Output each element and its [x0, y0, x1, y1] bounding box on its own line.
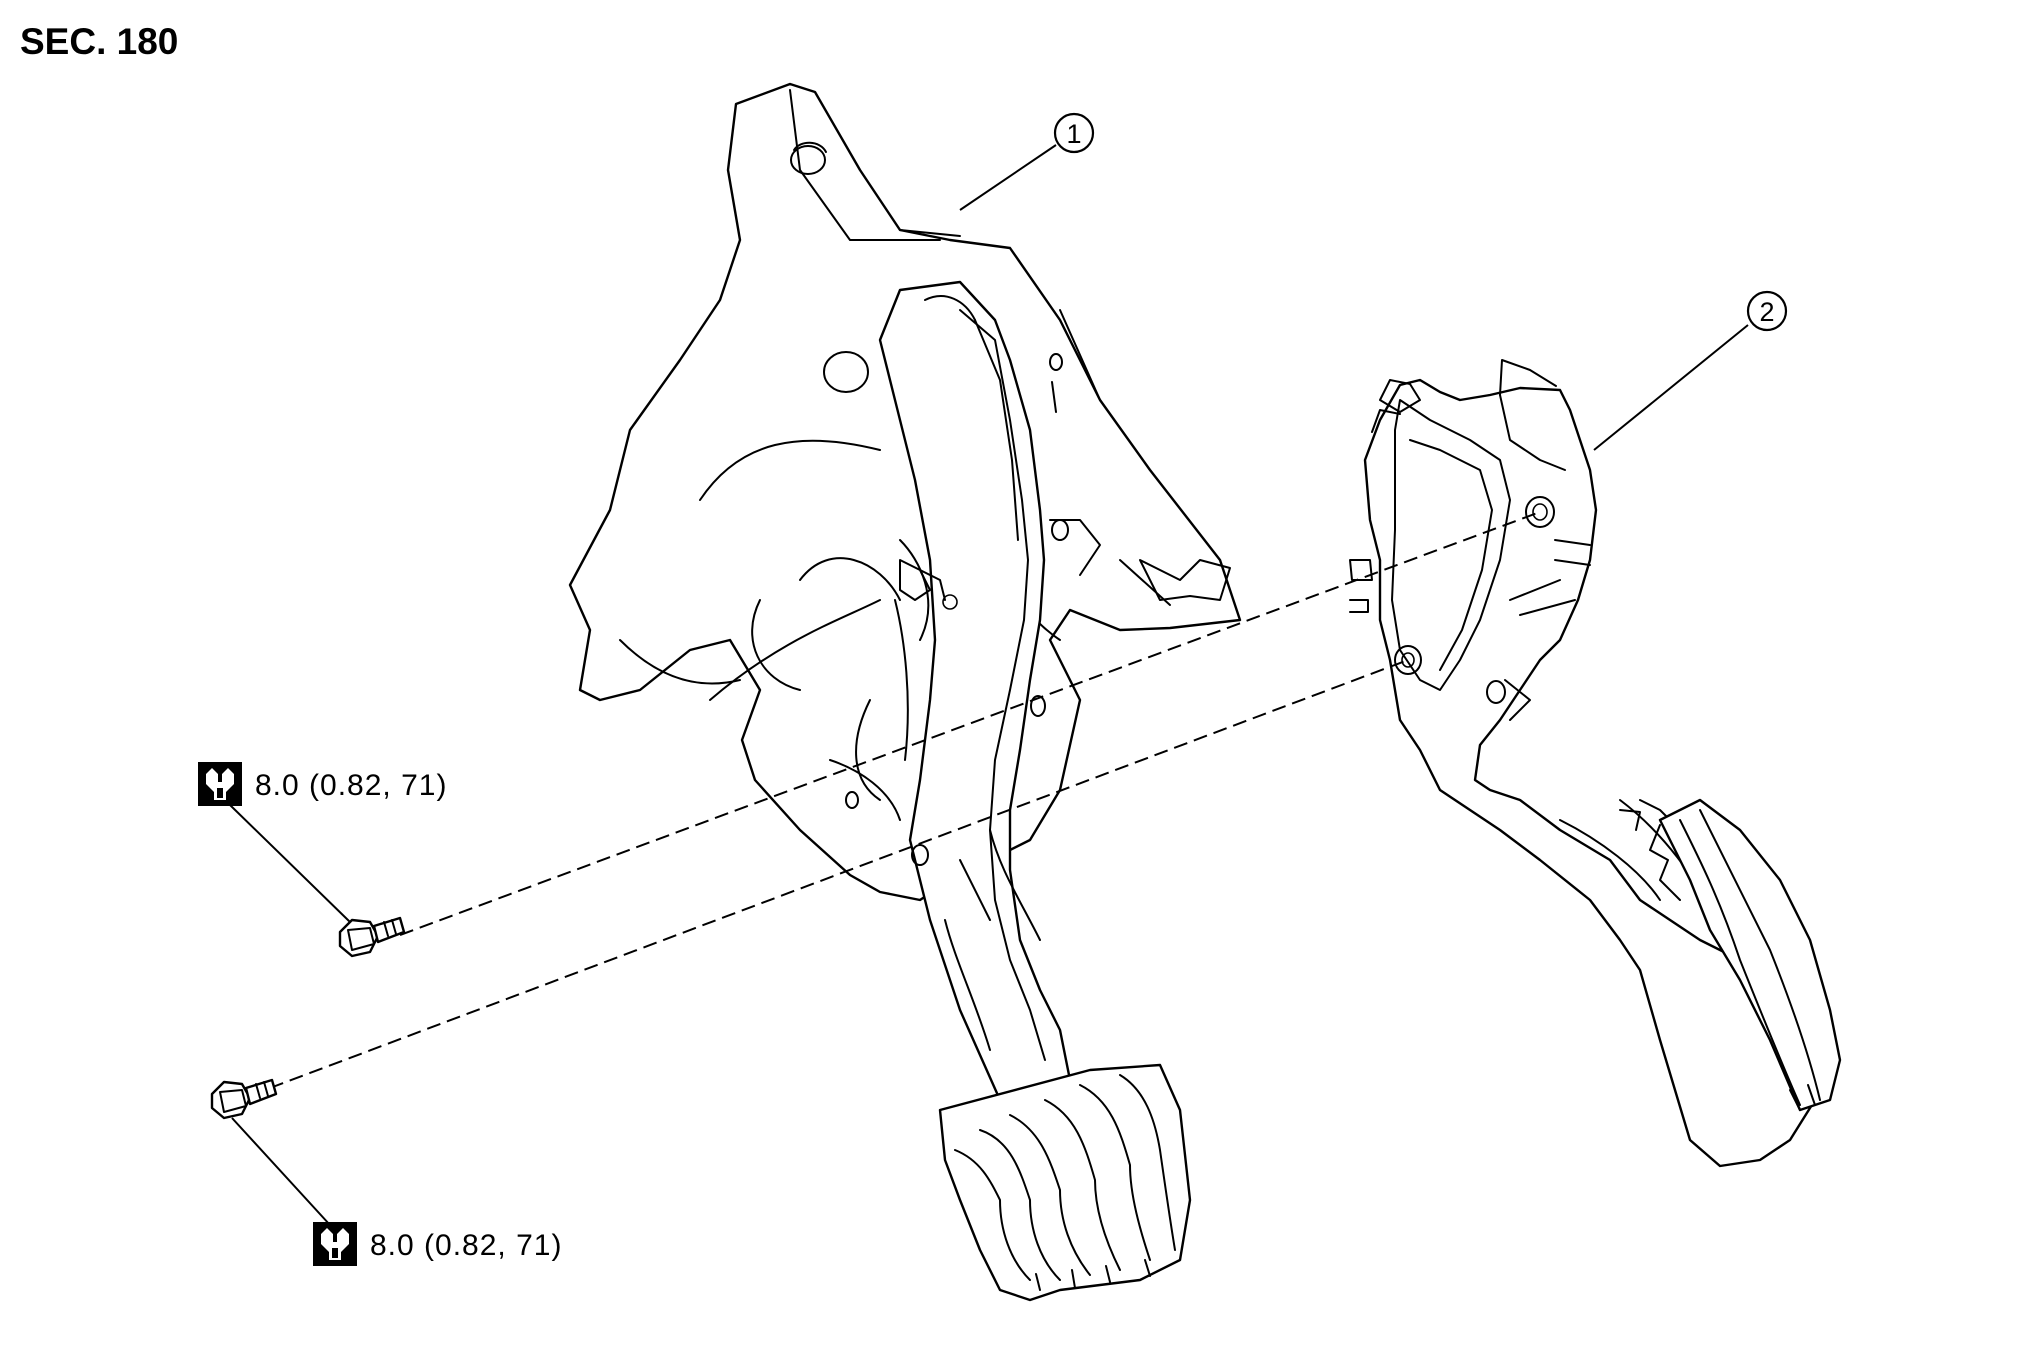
accelerator-pedal-assembly	[1349, 359, 1817, 1168]
torque-spec-upper: 8.0 (0.82, 71)	[198, 762, 447, 806]
callout-2: 2	[1746, 290, 1788, 332]
bolt-upper-alignment-line	[399, 511, 1541, 936]
brake-pedal-bracket	[568, 82, 1242, 902]
callout-2-number: 2	[1759, 297, 1774, 327]
brake-pedal-arm	[878, 280, 1072, 1102]
bolt-lower-alignment-line	[269, 659, 1409, 1089]
torque-value-upper: 8.0 (0.82, 71)	[255, 769, 447, 802]
accelerator-pedal-pad	[1649, 798, 1842, 1112]
callout-1: 1	[1053, 112, 1095, 154]
callout-1-number: 1	[1066, 119, 1081, 149]
callout-2-leader	[1593, 324, 1749, 451]
torque-wrench-icon	[313, 1222, 357, 1266]
torque-lower-leader	[231, 1117, 331, 1226]
torque-spec-lower: 8.0 (0.82, 71)	[313, 1222, 562, 1266]
section-label: SEC. 180	[20, 21, 178, 62]
torque-upper-leader	[229, 804, 351, 923]
torque-wrench-icon	[198, 762, 242, 806]
bolt-lower	[210, 1078, 278, 1120]
torque-value-lower: 8.0 (0.82, 71)	[370, 1229, 562, 1262]
callout-1-leader	[959, 144, 1057, 211]
brake-pedal-pad	[938, 1063, 1192, 1302]
bolt-upper	[338, 916, 406, 958]
